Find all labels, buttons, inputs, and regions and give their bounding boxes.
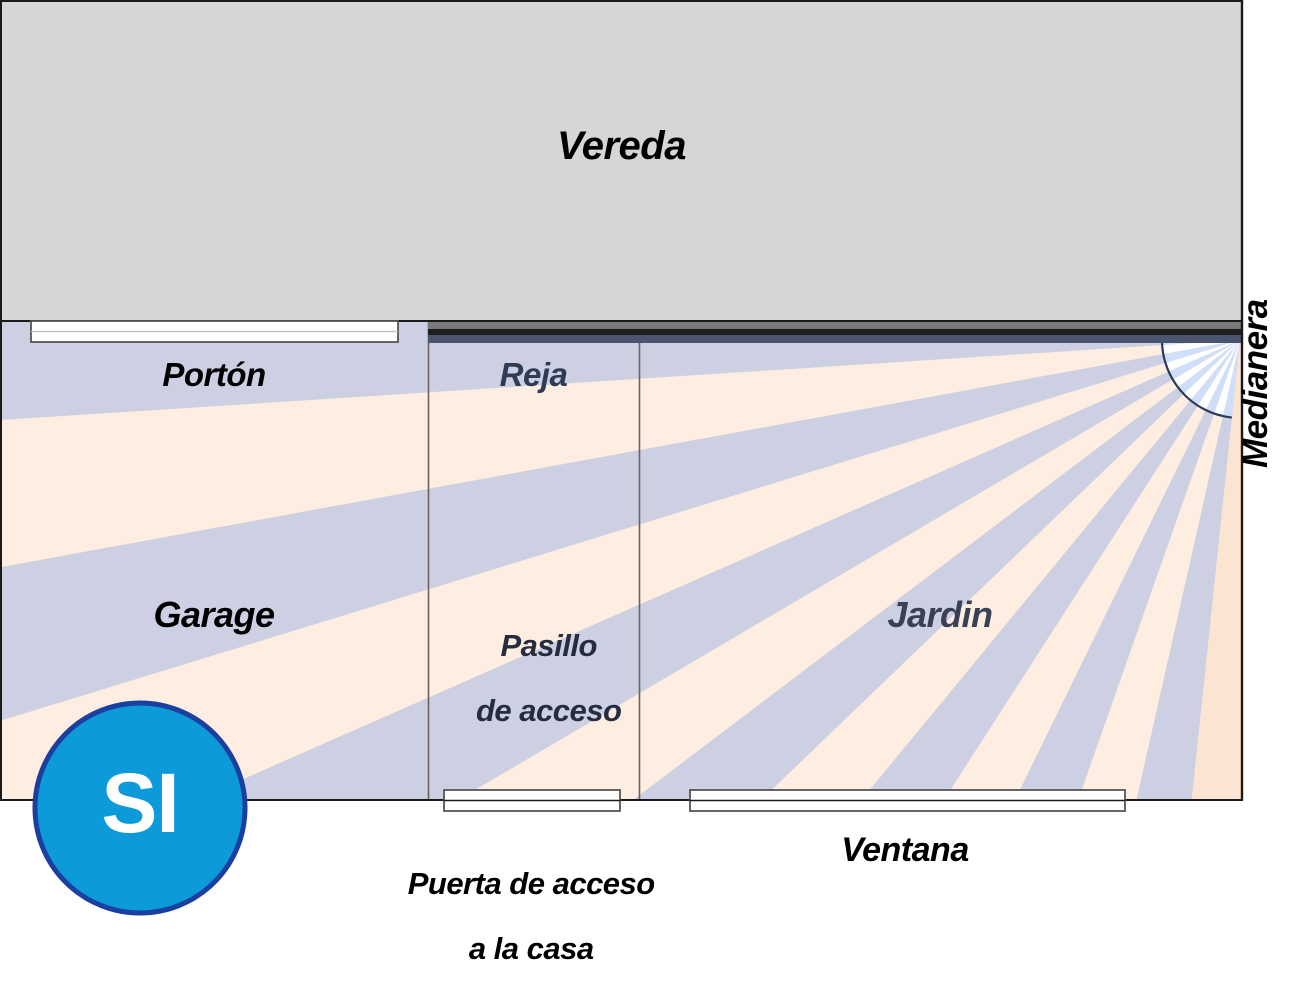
sensor-ray xyxy=(1195,340,1240,414)
sensor-ray xyxy=(457,340,1240,800)
opening-ventana[interactable] xyxy=(689,789,1126,812)
floor-plan-diagram: Vereda Portón Garage Reja Pasillo de acc… xyxy=(0,0,1275,964)
sensor-ray xyxy=(1164,340,1240,382)
sensor-ray xyxy=(1174,340,1240,397)
sensor-ray xyxy=(1169,340,1240,390)
sensor-ray xyxy=(0,321,1240,421)
sensor-ray xyxy=(1162,340,1240,355)
sensor-ray xyxy=(195,340,1240,800)
sensor-ray xyxy=(1180,340,1240,404)
sensor-ray xyxy=(1221,340,1240,418)
sensor-ray xyxy=(1014,340,1240,800)
opening-porton[interactable] xyxy=(30,320,399,343)
sensor-ray xyxy=(1203,340,1240,418)
sensor-circle-arc xyxy=(1160,335,1232,419)
sensor-ray xyxy=(0,340,1240,568)
wall-reja xyxy=(428,320,1243,343)
opening-puerta-acceso[interactable] xyxy=(443,789,621,812)
sensor-ray xyxy=(1162,340,1240,374)
sensor-ray xyxy=(761,340,1240,800)
si-badge[interactable] xyxy=(32,700,248,916)
sensor-ray xyxy=(1162,340,1240,365)
label-puerta-line2: a la casa xyxy=(468,930,594,966)
zone-vereda xyxy=(0,0,1243,321)
plan-svg xyxy=(0,0,1244,916)
sensor-ray xyxy=(1212,340,1240,418)
sensor-ray xyxy=(0,340,1240,721)
sensor-ray xyxy=(0,340,1240,800)
sensor-ray xyxy=(1187,340,1240,409)
